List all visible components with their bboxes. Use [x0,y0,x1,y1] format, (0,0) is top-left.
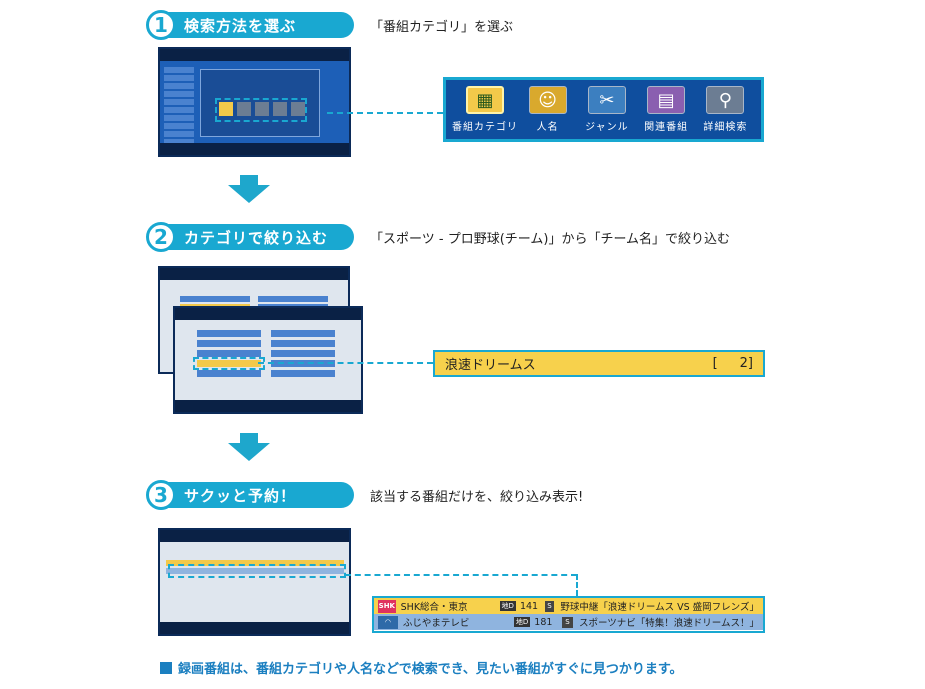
step-title: 検索方法を選ぶ [184,16,297,35]
channel-number: 181 [534,616,553,628]
footer-text: 録画番組は、番組カテゴリや人名などで検索でき、見たい番組がすぐに見つかります。 [178,662,683,677]
search-results-list: SHK SHK総合・東京 地D 141 S 野球中継「浪速ドリームス VS 盛岡… [372,596,765,633]
method-label: ジャンル [585,122,629,133]
result-row[interactable]: ◠ ふじやまテレビ 地D 181 S スポーツナビ「特集！浪速ドリームス！」 [374,614,763,630]
sports-genre-icon: S [544,600,555,612]
station-logo-icon: ◠ [378,615,398,629]
method-related[interactable]: ▤ 関連番組 [637,86,696,133]
tv-screen-category-front [173,306,363,414]
station-name: ふじやまテレビ [402,618,470,629]
magnifier-icon: ⚲ [706,86,745,114]
team-filter-row[interactable]: 浪速ドリームス [ 2] [433,350,765,377]
step-1-header: 1 検索方法を選ぶ [146,10,354,40]
method-genre[interactable]: ✂ ジャンル [577,86,636,133]
step-number: 3 [146,480,176,510]
method-label: 人名 [536,122,559,133]
result-row[interactable]: SHK SHK総合・東京 地D 141 S 野球中継「浪速ドリームス VS 盛岡… [374,598,763,614]
connector-line [258,362,433,364]
category-grid-icon: ▦ [466,86,504,114]
method-person[interactable]: ☺ 人名 [518,86,577,133]
count-bracket: [ [712,356,718,371]
team-name: 浪速ドリームス [445,358,536,373]
step-number: 1 [146,10,176,40]
square-bullet-icon [160,662,172,674]
tv-screen-results [158,528,351,636]
footer-note: 録画番組は、番組カテゴリや人名などで検索でき、見たい番組がすぐに見つかります。 [160,658,683,677]
step-3-header: 3 サクッと予約！ [146,480,354,510]
sports-genre-icon: S [562,616,573,628]
step-title: カテゴリで絞り込む [184,228,329,247]
genre-tools-icon: ✂ [587,86,626,114]
connector-line [327,112,443,114]
program-title: スポーツナビ「特集！浪速ドリームス！」 [578,618,759,629]
station-name: SHK総合・東京 [400,602,468,613]
connector-line [345,574,577,576]
search-method-panel: ▦ 番組カテゴリ ☺ 人名 ✂ ジャンル ▤ 関連番組 ⚲ 詳細検索 [443,77,764,142]
method-category[interactable]: ▦ 番組カテゴリ [452,86,518,133]
station-logo-icon: SHK [378,599,396,613]
step-3-description: 該当する番組だけを、絞り込み表示! [370,490,584,505]
tv-screen-method-select [158,47,351,157]
person-icon: ☺ [528,86,567,114]
step-1-description: 「番組カテゴリ」を選ぶ [370,20,514,35]
digital-badge: 地D [499,601,516,611]
channel-number: 141 [519,600,539,612]
program-title: 野球中継「浪速ドリームス VS 盛岡フレンズ」 [560,602,759,613]
method-detail-search[interactable]: ⚲ 詳細検索 [696,86,755,133]
step-number: 2 [146,222,176,252]
step-2-description: 「スポーツ - プロ野球(チーム)」から「チーム名」で絞り込む [370,232,731,247]
method-label: 番組カテゴリ [452,122,518,133]
program-count: 2] [739,356,753,371]
connector-line [576,574,578,596]
related-programs-icon: ▤ [647,86,686,114]
method-label: 詳細検索 [703,122,748,133]
step-2-header: 2 カテゴリで絞り込む [146,222,354,252]
digital-badge: 地D [513,617,531,627]
method-label: 関連番組 [644,122,689,133]
step-title: サクッと予約！ [184,486,297,505]
